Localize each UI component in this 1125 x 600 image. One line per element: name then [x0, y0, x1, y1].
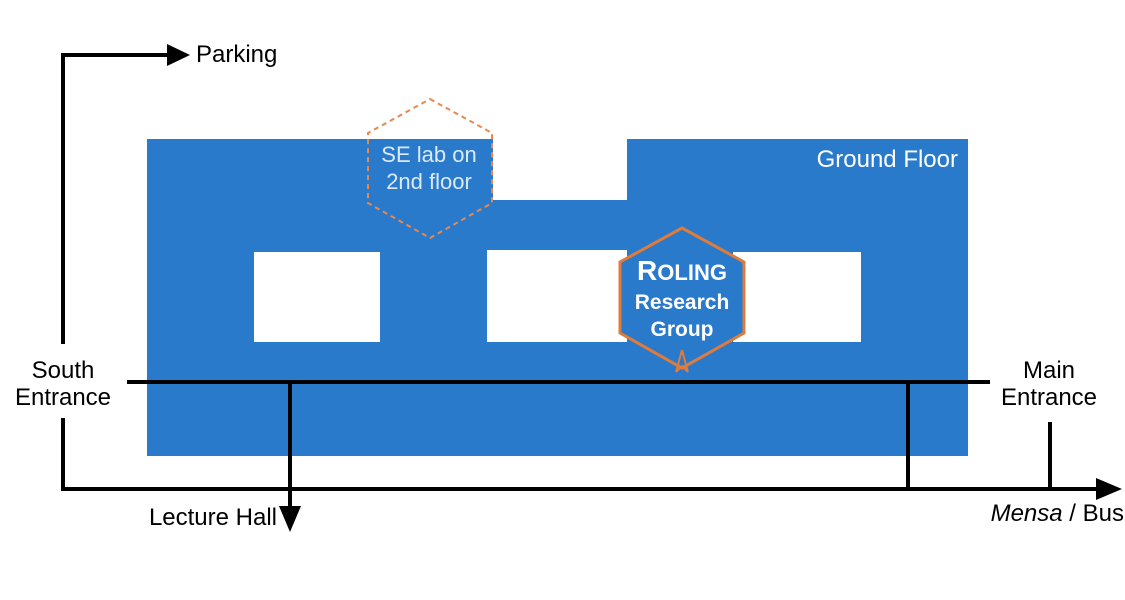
location-marker-icon	[675, 349, 689, 373]
main-entrance-label-line1: Main	[1023, 357, 1075, 384]
south-entrance-label-line2: Entrance	[15, 384, 111, 411]
mensa-label: Mensa	[991, 500, 1063, 527]
main-entrance-label-line2: Entrance	[1001, 384, 1097, 411]
path-south-to-road	[61, 418, 1100, 491]
courtyard-left	[254, 252, 380, 342]
arrow-parking-icon	[167, 44, 190, 66]
arrow-lecture-hall-icon	[279, 506, 301, 532]
lecture-hall-label: Lecture Hall	[149, 504, 277, 531]
se-lab-hexagon	[367, 97, 493, 240]
roling-name-big: R	[637, 255, 657, 286]
se-lab-label-line2: 2nd floor	[386, 169, 472, 194]
ground-floor-label: Ground Floor	[817, 146, 958, 173]
courtyard-right	[733, 252, 861, 342]
parking-label: Parking	[196, 41, 277, 68]
roling-group-label: Group	[651, 318, 714, 341]
mensa-bus-label: Mensa / Bus	[991, 500, 1124, 527]
se-lab-label-line1: SE lab on	[381, 142, 476, 167]
bus-label: / Bus	[1063, 500, 1124, 527]
path-to-parking	[61, 53, 176, 344]
roling-research-label: Research	[635, 291, 730, 314]
south-entrance-label-line1: South	[32, 357, 95, 384]
roling-name-rest: OLING	[657, 260, 727, 285]
path-network	[61, 53, 1100, 515]
courtyard-middle	[487, 250, 627, 342]
arrow-mensa-icon	[1096, 478, 1122, 500]
roling-group-name: ROLING	[637, 255, 727, 286]
roling-hexagon	[618, 226, 746, 370]
